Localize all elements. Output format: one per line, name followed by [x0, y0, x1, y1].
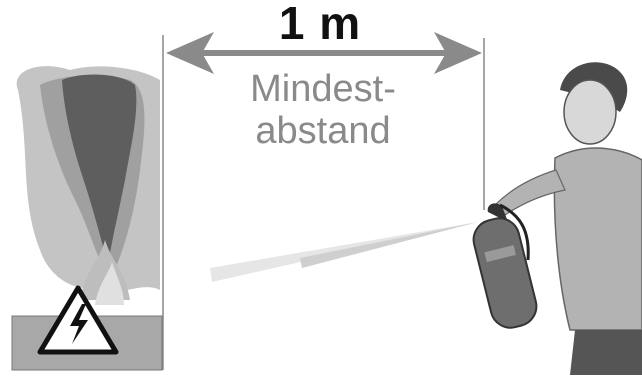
fire-extinguisher-icon	[469, 203, 540, 332]
distance-label: 1 m	[250, 0, 390, 50]
extinguisher-spray	[210, 222, 478, 282]
minimum-distance-caption: Mindest- abstand	[238, 68, 408, 152]
caption-line-1: Mindest-	[238, 68, 408, 110]
caption-line-2: abstand	[238, 110, 408, 152]
fire-smoke-icon	[17, 66, 160, 305]
